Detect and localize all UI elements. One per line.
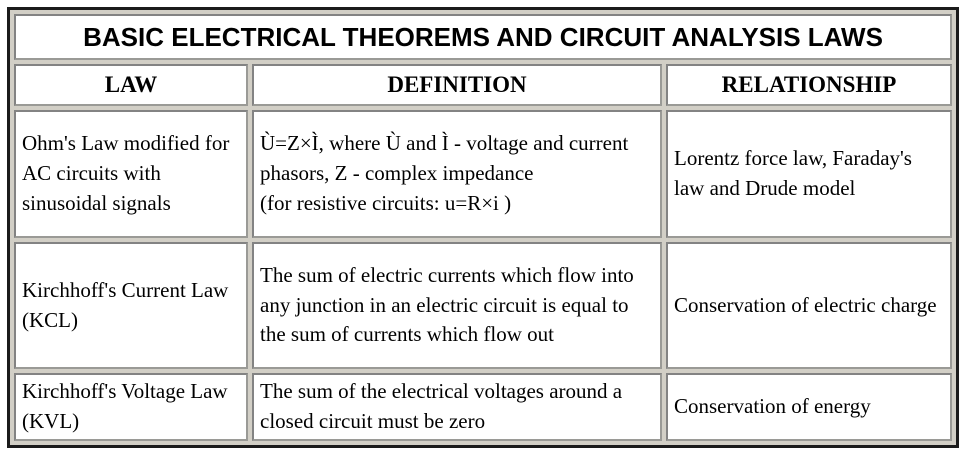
relationship-cell: Conservation of energy (666, 373, 953, 441)
relationship-cell: Lorentz force law, Faraday's law and Dru… (666, 110, 953, 238)
theorems-table: BASIC ELECTRICAL THEOREMS AND CIRCUIT AN… (7, 7, 960, 448)
definition-cell: Ù=Z×Ì, where Ù and Ì - voltage and curre… (252, 110, 662, 238)
column-header-law: LAW (14, 64, 248, 106)
table-title: BASIC ELECTRICAL THEOREMS AND CIRCUIT AN… (14, 14, 953, 60)
relationship-cell: Conservation of electric charge (666, 242, 953, 369)
column-header-definition: DEFINITION (252, 64, 662, 106)
title-row: BASIC ELECTRICAL THEOREMS AND CIRCUIT AN… (14, 14, 953, 60)
definition-cell: The sum of electric currents which flow … (252, 242, 662, 369)
header-row: LAW DEFINITION RELATIONSHIP (14, 64, 953, 106)
table-row-kcl: Kirchhoff's Current Law (KCL) The sum of… (14, 242, 953, 369)
law-cell: Kirchhoff's Voltage Law (KVL) (14, 373, 248, 441)
table-row-ohms-law: Ohm's Law modified for AC circuits with … (14, 110, 953, 238)
law-cell: Ohm's Law modified for AC circuits with … (14, 110, 248, 238)
definition-cell: The sum of the electrical voltages aroun… (252, 373, 662, 441)
table-row-kvl: Kirchhoff's Voltage Law (KVL) The sum of… (14, 373, 953, 441)
column-header-relationship: RELATIONSHIP (666, 64, 953, 106)
law-cell: Kirchhoff's Current Law (KCL) (14, 242, 248, 369)
